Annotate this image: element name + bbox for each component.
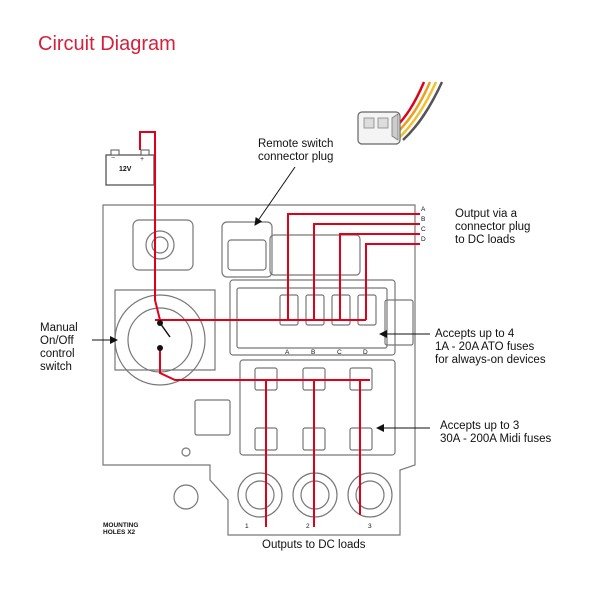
wiring <box>139 131 420 527</box>
output-label-1: 1 <box>245 523 249 530</box>
wire-label-a: A <box>421 206 426 213</box>
switch-contact-bottom <box>157 345 163 351</box>
output-label-2: 2 <box>306 523 310 530</box>
wire-label-c: C <box>421 226 426 233</box>
leader-lines <box>92 166 430 432</box>
midi-fuse-label: Accepts up to 3 30A - 200A Midi fuses <box>440 420 552 445</box>
wire-label-b: B <box>421 216 426 223</box>
page-title: Circuit Diagram <box>38 33 176 55</box>
ato-slot-a: A <box>285 349 290 356</box>
mounting-holes-label: MOUNTING HOLES X2 <box>103 522 139 536</box>
ato-slot-d: D <box>363 349 368 356</box>
ato-slot-c: C <box>337 349 342 356</box>
battery-label: 12V <box>119 166 132 173</box>
ato-fuse-label: Accepts up to 4 1A - 20A ATO fuses for a… <box>435 328 546 366</box>
wire-label-d: D <box>421 236 426 243</box>
remote-connector-cable <box>357 81 444 145</box>
ato-slot-b: B <box>311 349 316 356</box>
manual-switch-label: Manual On/Off control switch <box>40 322 78 373</box>
battery: − + <box>105 149 155 186</box>
distribution-block <box>102 204 416 536</box>
output-label-3: 3 <box>368 523 372 530</box>
remote-switch-label: Remote switch connector plug <box>258 138 334 163</box>
svg-text:−: − <box>111 155 115 162</box>
output-connector-label: Output via a connector plug to DC loads <box>455 208 531 246</box>
outputs-dc-label: Outputs to DC loads <box>262 539 366 551</box>
svg-text:+: + <box>140 156 144 163</box>
